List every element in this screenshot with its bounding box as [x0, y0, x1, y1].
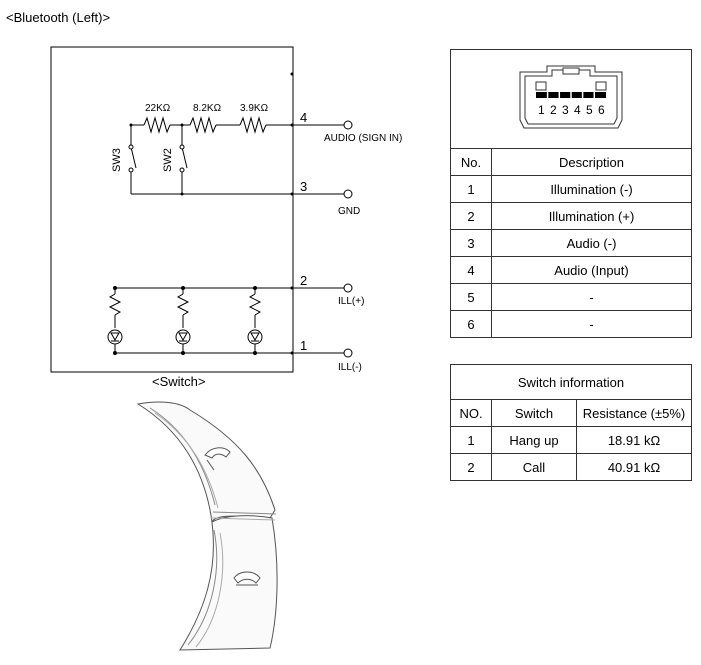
connector-header-description: Description [491, 148, 692, 176]
resistor-label-3k9: 3.9KΩ [240, 103, 269, 114]
switch-caption: <Switch> [152, 374, 205, 389]
connector-pin-3: 3 [562, 103, 569, 117]
resistor-ladder [131, 116, 353, 134]
table-row: 2 Call 40.91 kΩ [450, 453, 692, 481]
pin-number-2: 2 [300, 273, 307, 288]
switch-label-sw3: SW3 [111, 148, 123, 172]
connector-table: 1 2 3 4 5 6 No. Description 1 Illuminati… [450, 49, 692, 338]
resistor-label-8k2: 8.2KΩ [193, 103, 222, 114]
switch-header-switch: Switch [491, 399, 577, 427]
connector-cell-no: 5 [450, 283, 492, 311]
connector-cell-description: Illumination (-) [491, 175, 692, 203]
switch-cell-no: 2 [450, 453, 492, 481]
pin-label-audio: AUDIO (SIGN IN) [324, 133, 402, 144]
switch-module-box [50, 46, 294, 373]
switch-header-resistance: Resistance (±5%) [576, 399, 692, 427]
table-row: 1 Illumination (-) [450, 175, 692, 203]
connector-cell-no: 4 [450, 256, 492, 284]
page-title: <Bluetooth (Left)> [6, 10, 111, 25]
table-row: 3 Audio (-) [450, 229, 692, 257]
table-row: 6 - [450, 310, 692, 338]
switch-sw3 [128, 125, 137, 194]
led-branch-1 [107, 286, 123, 355]
connector-header-no: No. [450, 148, 492, 176]
pin-label-ill-minus: ILL(-) [338, 362, 362, 373]
switch-cell-switch: Hang up [491, 426, 577, 454]
table-row: 5 - [450, 283, 692, 311]
switch-info-title: Switch information [450, 364, 692, 400]
switch-label-sw2: SW2 [162, 148, 174, 172]
table-row: 2 Illumination (+) [450, 202, 692, 230]
pin-number-3: 3 [300, 179, 307, 194]
connector-cell-description: Audio (Input) [491, 256, 692, 284]
connector-pin-6: 6 [598, 103, 605, 117]
switch-info-table: Switch information NO. Switch Resistance… [450, 364, 692, 481]
connector-cell: 1 2 3 4 5 6 [450, 49, 692, 149]
led-branch-3 [247, 286, 263, 355]
connector-icon: 1 2 3 4 5 6 [519, 65, 623, 128]
connector-cell-description: - [491, 283, 692, 311]
table-row: 1 Hang up 18.91 kΩ [450, 426, 692, 454]
switch-cell-no: 1 [450, 426, 492, 454]
connector-cell-description: Audio (-) [491, 229, 692, 257]
switch-header-no: NO. [450, 399, 492, 427]
switch-cell-resistance: 40.91 kΩ [576, 453, 692, 481]
pin-number-4: 4 [300, 110, 307, 125]
switch-sw2 [179, 125, 188, 194]
switch-cell-resistance: 18.91 kΩ [576, 426, 692, 454]
pin-label-gnd: GND [338, 206, 360, 217]
connector-cell-no: 3 [450, 229, 492, 257]
steering-switch-illustration [136, 401, 278, 651]
connector-cell-no: 6 [450, 310, 492, 338]
switch-cell-switch: Call [491, 453, 577, 481]
connector-cell-no: 2 [450, 202, 492, 230]
connector-cell-no: 1 [450, 175, 492, 203]
table-row: 4 Audio (Input) [450, 256, 692, 284]
resistor-label-22k: 22KΩ [145, 103, 171, 114]
connector-cell-description: - [491, 310, 692, 338]
connector-pin-1: 1 [538, 103, 545, 117]
pin-label-ill-plus: ILL(+) [338, 296, 364, 307]
connector-pin-4: 4 [574, 103, 581, 117]
led-branch-2 [175, 286, 191, 355]
connector-pin-5: 5 [586, 103, 593, 117]
pin-number-1: 1 [300, 338, 307, 353]
connector-pin-2: 2 [550, 103, 557, 117]
connector-cell-description: Illumination (+) [491, 202, 692, 230]
